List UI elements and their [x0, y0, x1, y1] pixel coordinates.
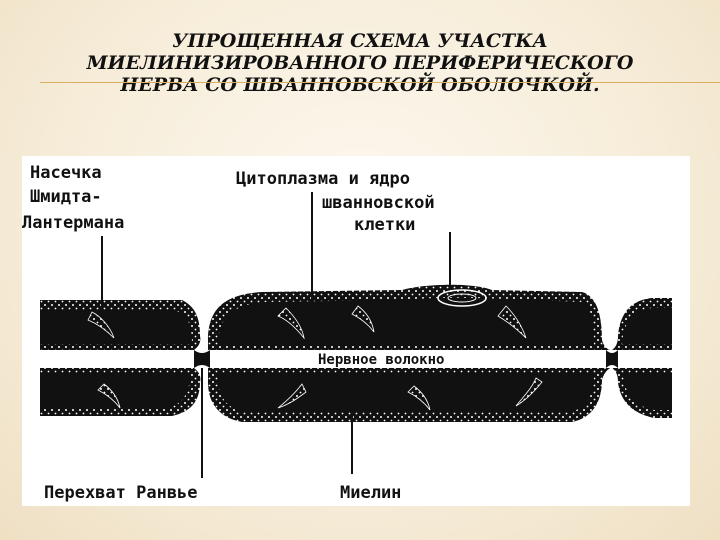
nerve-diagram: Насечка Шмидта- Лантермана Цитоплазма и …	[22, 163, 672, 503]
myelin-upper	[40, 284, 672, 350]
title-divider	[40, 82, 720, 83]
label-incisure-line-2: Шмидта-	[30, 187, 102, 207]
label-schwann-line-3: клетки	[354, 215, 415, 235]
label-ranvier-node: Перехват Ранвье	[44, 483, 198, 503]
label-schwann: Цитоплазма и ядро шванновской клетки	[236, 169, 445, 235]
schwann-nucleus	[437, 289, 487, 307]
leader-lines	[101, 192, 451, 478]
ranvier-nodes	[194, 350, 618, 368]
label-schwann-line-2: шванновской	[322, 193, 435, 213]
myelin-lower	[40, 368, 672, 422]
title-line-1: УПРОЩЕННАЯ СХЕМА УЧАСТКА	[172, 30, 548, 52]
label-schwann-line-1: Цитоплазма и ядро	[236, 169, 410, 189]
label-nerve-fiber: Нервное волокно	[318, 352, 444, 368]
label-myelin: Миелин	[340, 483, 401, 503]
nerve-diagram-panel: Насечка Шмидта- Лантермана Цитоплазма и …	[22, 156, 690, 506]
title-line-2: МИЕЛИНИЗИРОВАННОГО ПЕРИФЕРИЧЕСКОГО	[86, 52, 634, 74]
slide-title: УПРОЩЕННАЯ СХЕМА УЧАСТКА МИЕЛИНИЗИРОВАНН…	[20, 30, 700, 96]
incisures-upper	[87, 305, 527, 340]
label-incisure: Насечка Шмидта- Лантермана	[22, 163, 124, 233]
label-incisure-line-3: Лантермана	[22, 213, 124, 233]
incisures-lower	[97, 377, 543, 411]
title-line-3: НЕРВА СО ШВАННОВСКОЙ ОБОЛОЧКОЙ.	[120, 74, 600, 96]
label-incisure-line-1: Насечка	[30, 163, 102, 183]
